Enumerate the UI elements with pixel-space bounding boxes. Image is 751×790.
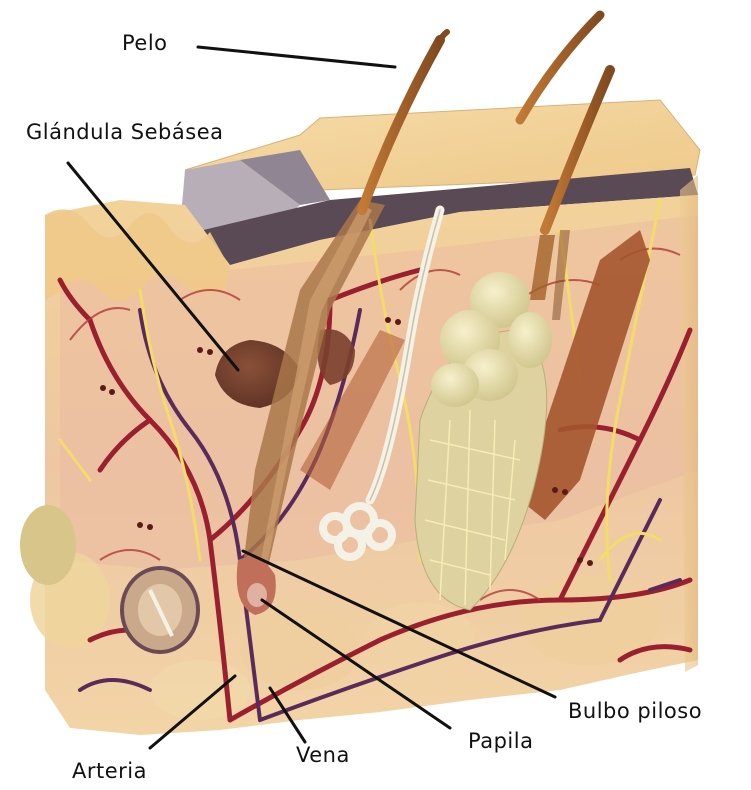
label-artery: Arteria: [72, 759, 147, 783]
papilla-shape: [247, 583, 267, 607]
fat-lobe-left: [20, 505, 76, 585]
label-vein: Vena: [296, 743, 350, 767]
label-hair: Pelo: [122, 31, 168, 55]
leader-hair: [198, 47, 395, 67]
label-hair-bulb: Bulbo piloso: [568, 699, 702, 723]
label-papilla: Papila: [468, 729, 533, 753]
label-sebaceous-gland: Glándula Sebásea: [26, 120, 223, 144]
